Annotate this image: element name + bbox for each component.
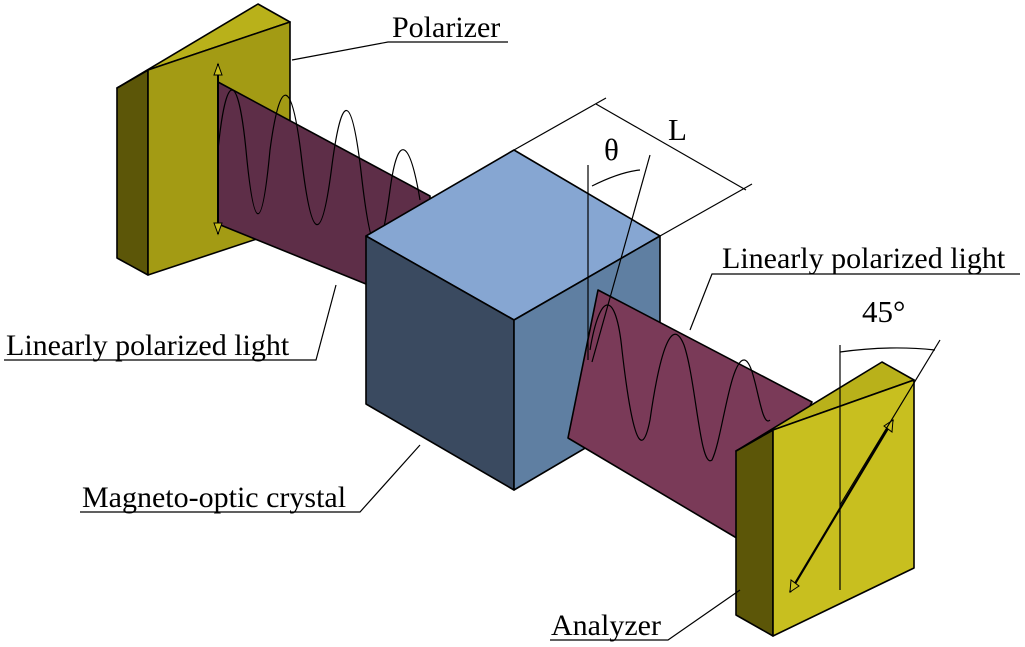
length-dimension [513, 97, 753, 237]
light-out-label: Linearly polarized light [722, 242, 1006, 275]
crystal-leader [80, 444, 421, 513]
output-wave-curve [589, 304, 771, 462]
polarizer-label: Polarizer [392, 11, 500, 44]
analyzer-arrow-head-bottom [789, 579, 800, 593]
dimension-line [595, 103, 747, 191]
light-in-leader [4, 284, 337, 361]
dimension-extension-right [659, 183, 753, 237]
analyzer-transmission-axis [789, 419, 894, 593]
analyzer-leader [550, 589, 741, 641]
theta-arc [591, 169, 641, 187]
theta-label: θ [604, 132, 619, 167]
analyzer-angle-ray [839, 339, 941, 506]
analyzer-plate [735, 339, 941, 637]
length-label: L [668, 112, 687, 147]
analyzer-side-face [735, 429, 774, 637]
polarizer-side-face [116, 69, 149, 276]
light-out-leader [689, 273, 1020, 331]
input-arrow-head-top [213, 62, 223, 76]
dimension-extension-left [513, 97, 607, 151]
polarizer-leader [291, 41, 508, 61]
analyzer-label: Analyzer [551, 609, 661, 642]
analyzer-angle-arc [839, 347, 936, 353]
input-arrow-head-bottom [213, 222, 223, 236]
leader-lines [4, 41, 1020, 641]
rotation-angle-markup [587, 154, 651, 363]
analyzer-angle-label: 45° [862, 294, 905, 329]
theta-rotated-line [591, 154, 651, 363]
crystal-label: Magneto-optic crystal [82, 481, 346, 514]
light-in-label: Linearly polarized light [6, 329, 290, 362]
